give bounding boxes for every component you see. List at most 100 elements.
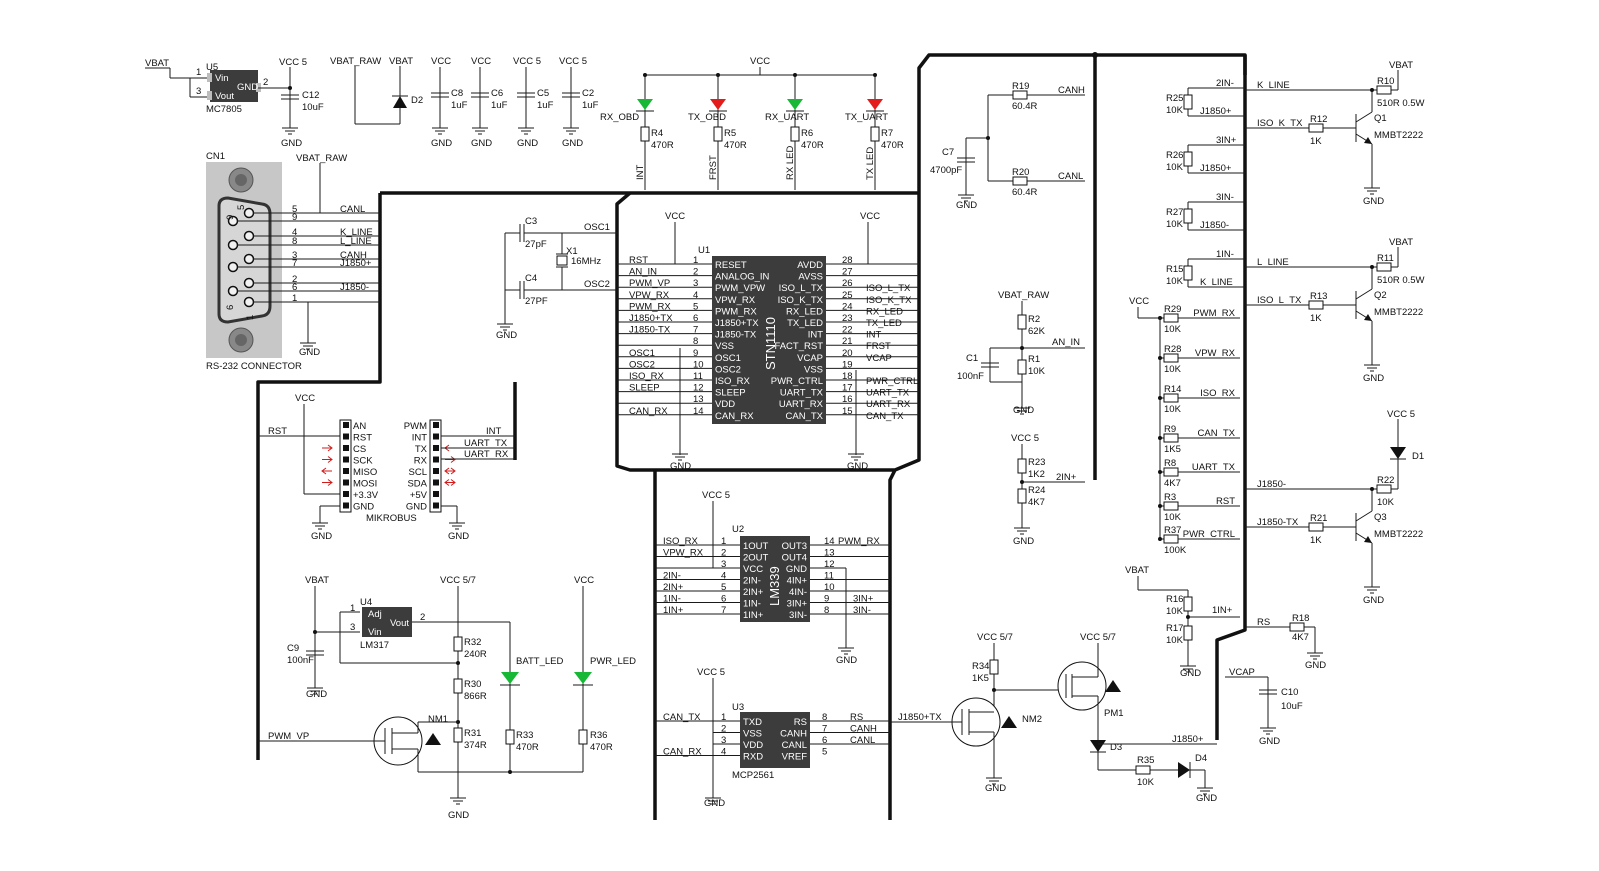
svg-text:R20: R20 <box>1012 167 1029 178</box>
svg-text:3: 3 <box>350 622 355 633</box>
u3-pin-name: CANH <box>780 729 807 740</box>
u1-net: ISO_L_TX <box>866 283 911 294</box>
comp-net: 3IN+ <box>1216 135 1237 146</box>
u2-pin-name: 4IN- <box>789 587 807 598</box>
mikrobus-header: VCC RST GND ANRSTCSSCKMISOMOSI+3.3VGNDPW… <box>258 393 515 542</box>
svg-text:27pF: 27pF <box>525 239 547 250</box>
resistor <box>1163 467 1179 477</box>
trans-out: L_LINE <box>1257 257 1289 268</box>
u1-pin-num: 8 <box>693 336 698 347</box>
u2-pin-name: OUT3 <box>782 541 807 552</box>
mikro-pin <box>433 502 439 509</box>
u1-pin-name: OSC1 <box>715 353 741 364</box>
led-res-ref: R4 <box>651 128 663 139</box>
q-ref: Q1 <box>1374 113 1387 124</box>
svg-text:GND: GND <box>847 461 868 472</box>
u2-pin-name: 2IN+ <box>743 587 764 598</box>
mikro-pin <box>343 422 349 428</box>
u1-pin-name: SLEEP <box>715 388 746 399</box>
svg-text:470R: 470R <box>516 742 539 753</box>
status-leds: VCC RX_OBDR4470RINTTX_OBDR5470RFRSTRX_UA… <box>600 56 904 190</box>
u1-pin-num: 24 <box>842 301 853 312</box>
resistor <box>1163 501 1179 511</box>
u5-pin-vout: Vout <box>215 91 234 102</box>
leds-vcc: VCC <box>750 56 770 67</box>
u2-pin-num: 2 <box>721 548 726 559</box>
cn1-pin-num: 4 <box>292 227 297 238</box>
u2-pin-num: 9 <box>824 594 829 605</box>
svg-text:VCC 5: VCC 5 <box>697 667 725 678</box>
u3-pin-name: RS <box>794 717 807 728</box>
u1-pin-name: AVSS <box>798 272 823 283</box>
svg-text:C8: C8 <box>451 88 463 99</box>
comp-sig: K_LINE <box>1200 277 1233 288</box>
svg-text:R19: R19 <box>1012 81 1029 92</box>
svg-text:9: 9 <box>225 215 236 220</box>
u2-pin-num: 3 <box>721 559 726 570</box>
pullup-val: 10K <box>1164 404 1182 415</box>
pullup-val: 100K <box>1164 545 1187 556</box>
svg-text:MCP2561: MCP2561 <box>732 770 774 781</box>
svg-text:VCC 5: VCC 5 <box>702 490 730 501</box>
trans-out: K_LINE <box>1257 80 1290 91</box>
svg-text:X1: X1 <box>566 246 578 257</box>
resistor <box>713 126 723 142</box>
u2-net: 2IN- <box>663 571 681 582</box>
cn1-ref: CN1 <box>206 151 225 162</box>
svg-text:NM2: NM2 <box>1022 714 1042 725</box>
mikro-pin <box>433 491 439 497</box>
junction <box>1158 436 1162 440</box>
mikro-pin <box>343 502 349 509</box>
gnd-label: GND <box>1363 196 1384 207</box>
svg-text:Adj: Adj <box>368 609 382 620</box>
u1-pin-name: CAN_TX <box>786 411 824 422</box>
u5-pin-gnd: GND <box>237 82 258 93</box>
junction <box>873 73 877 77</box>
u1-pin-name: ISO_RX <box>715 376 751 387</box>
svg-text:60.4R: 60.4R <box>1012 101 1037 112</box>
pullup-ref: R14 <box>1164 384 1181 395</box>
svg-text:C9: C9 <box>287 643 299 654</box>
junction <box>1158 316 1162 320</box>
svg-text:C7: C7 <box>942 147 954 158</box>
resistor <box>870 126 880 142</box>
svg-text:GND: GND <box>1196 793 1217 804</box>
led-name: TX_OBD <box>688 112 726 123</box>
trans-vcc: VCC 5 <box>1387 409 1415 420</box>
svg-text:1K5: 1K5 <box>972 673 989 684</box>
u1-pin-num: 5 <box>693 301 698 312</box>
mikro-right-label: GND <box>406 502 427 513</box>
mikro-left-label: +3.3V <box>353 490 379 501</box>
ground <box>1363 578 1381 594</box>
u2-pin-name: 1IN+ <box>743 610 764 621</box>
u2-pin-name: GND <box>786 564 807 575</box>
u1-net: CAN_TX <box>866 411 904 422</box>
svg-text:RS: RS <box>1257 617 1270 628</box>
u1-pin-num: 12 <box>693 383 704 394</box>
gnd-label: GND <box>1363 373 1384 384</box>
mikro-pin <box>343 445 349 451</box>
svg-text:6: 6 <box>225 305 236 310</box>
u3-net: CAN_TX <box>663 712 701 723</box>
u3-net: CANL <box>850 735 875 746</box>
u2-pin-num: 8 <box>824 605 829 616</box>
svg-text:D3: D3 <box>1110 742 1122 753</box>
led-res-val: 470R <box>651 140 674 151</box>
u1-net: PWM_VP <box>629 278 670 289</box>
svg-text:GND: GND <box>448 531 469 542</box>
svg-text:62K: 62K <box>1028 326 1046 337</box>
led-net: FRST <box>708 155 719 180</box>
svg-text:VCC 5/7: VCC 5/7 <box>1080 632 1116 643</box>
led-res-ref: R5 <box>724 128 736 139</box>
mikro-left-label: AN <box>353 421 366 432</box>
mikro-right-label: PWM <box>404 421 427 432</box>
svg-text:1uF: 1uF <box>582 100 599 111</box>
comp-ref: R25 <box>1166 93 1183 104</box>
mikro-right-label: SCL <box>409 467 427 478</box>
u1-pin-name: UART_TX <box>780 388 824 399</box>
u2-net: 1IN- <box>663 594 681 605</box>
u1-pin-name: ISO_L_TX <box>779 283 824 294</box>
